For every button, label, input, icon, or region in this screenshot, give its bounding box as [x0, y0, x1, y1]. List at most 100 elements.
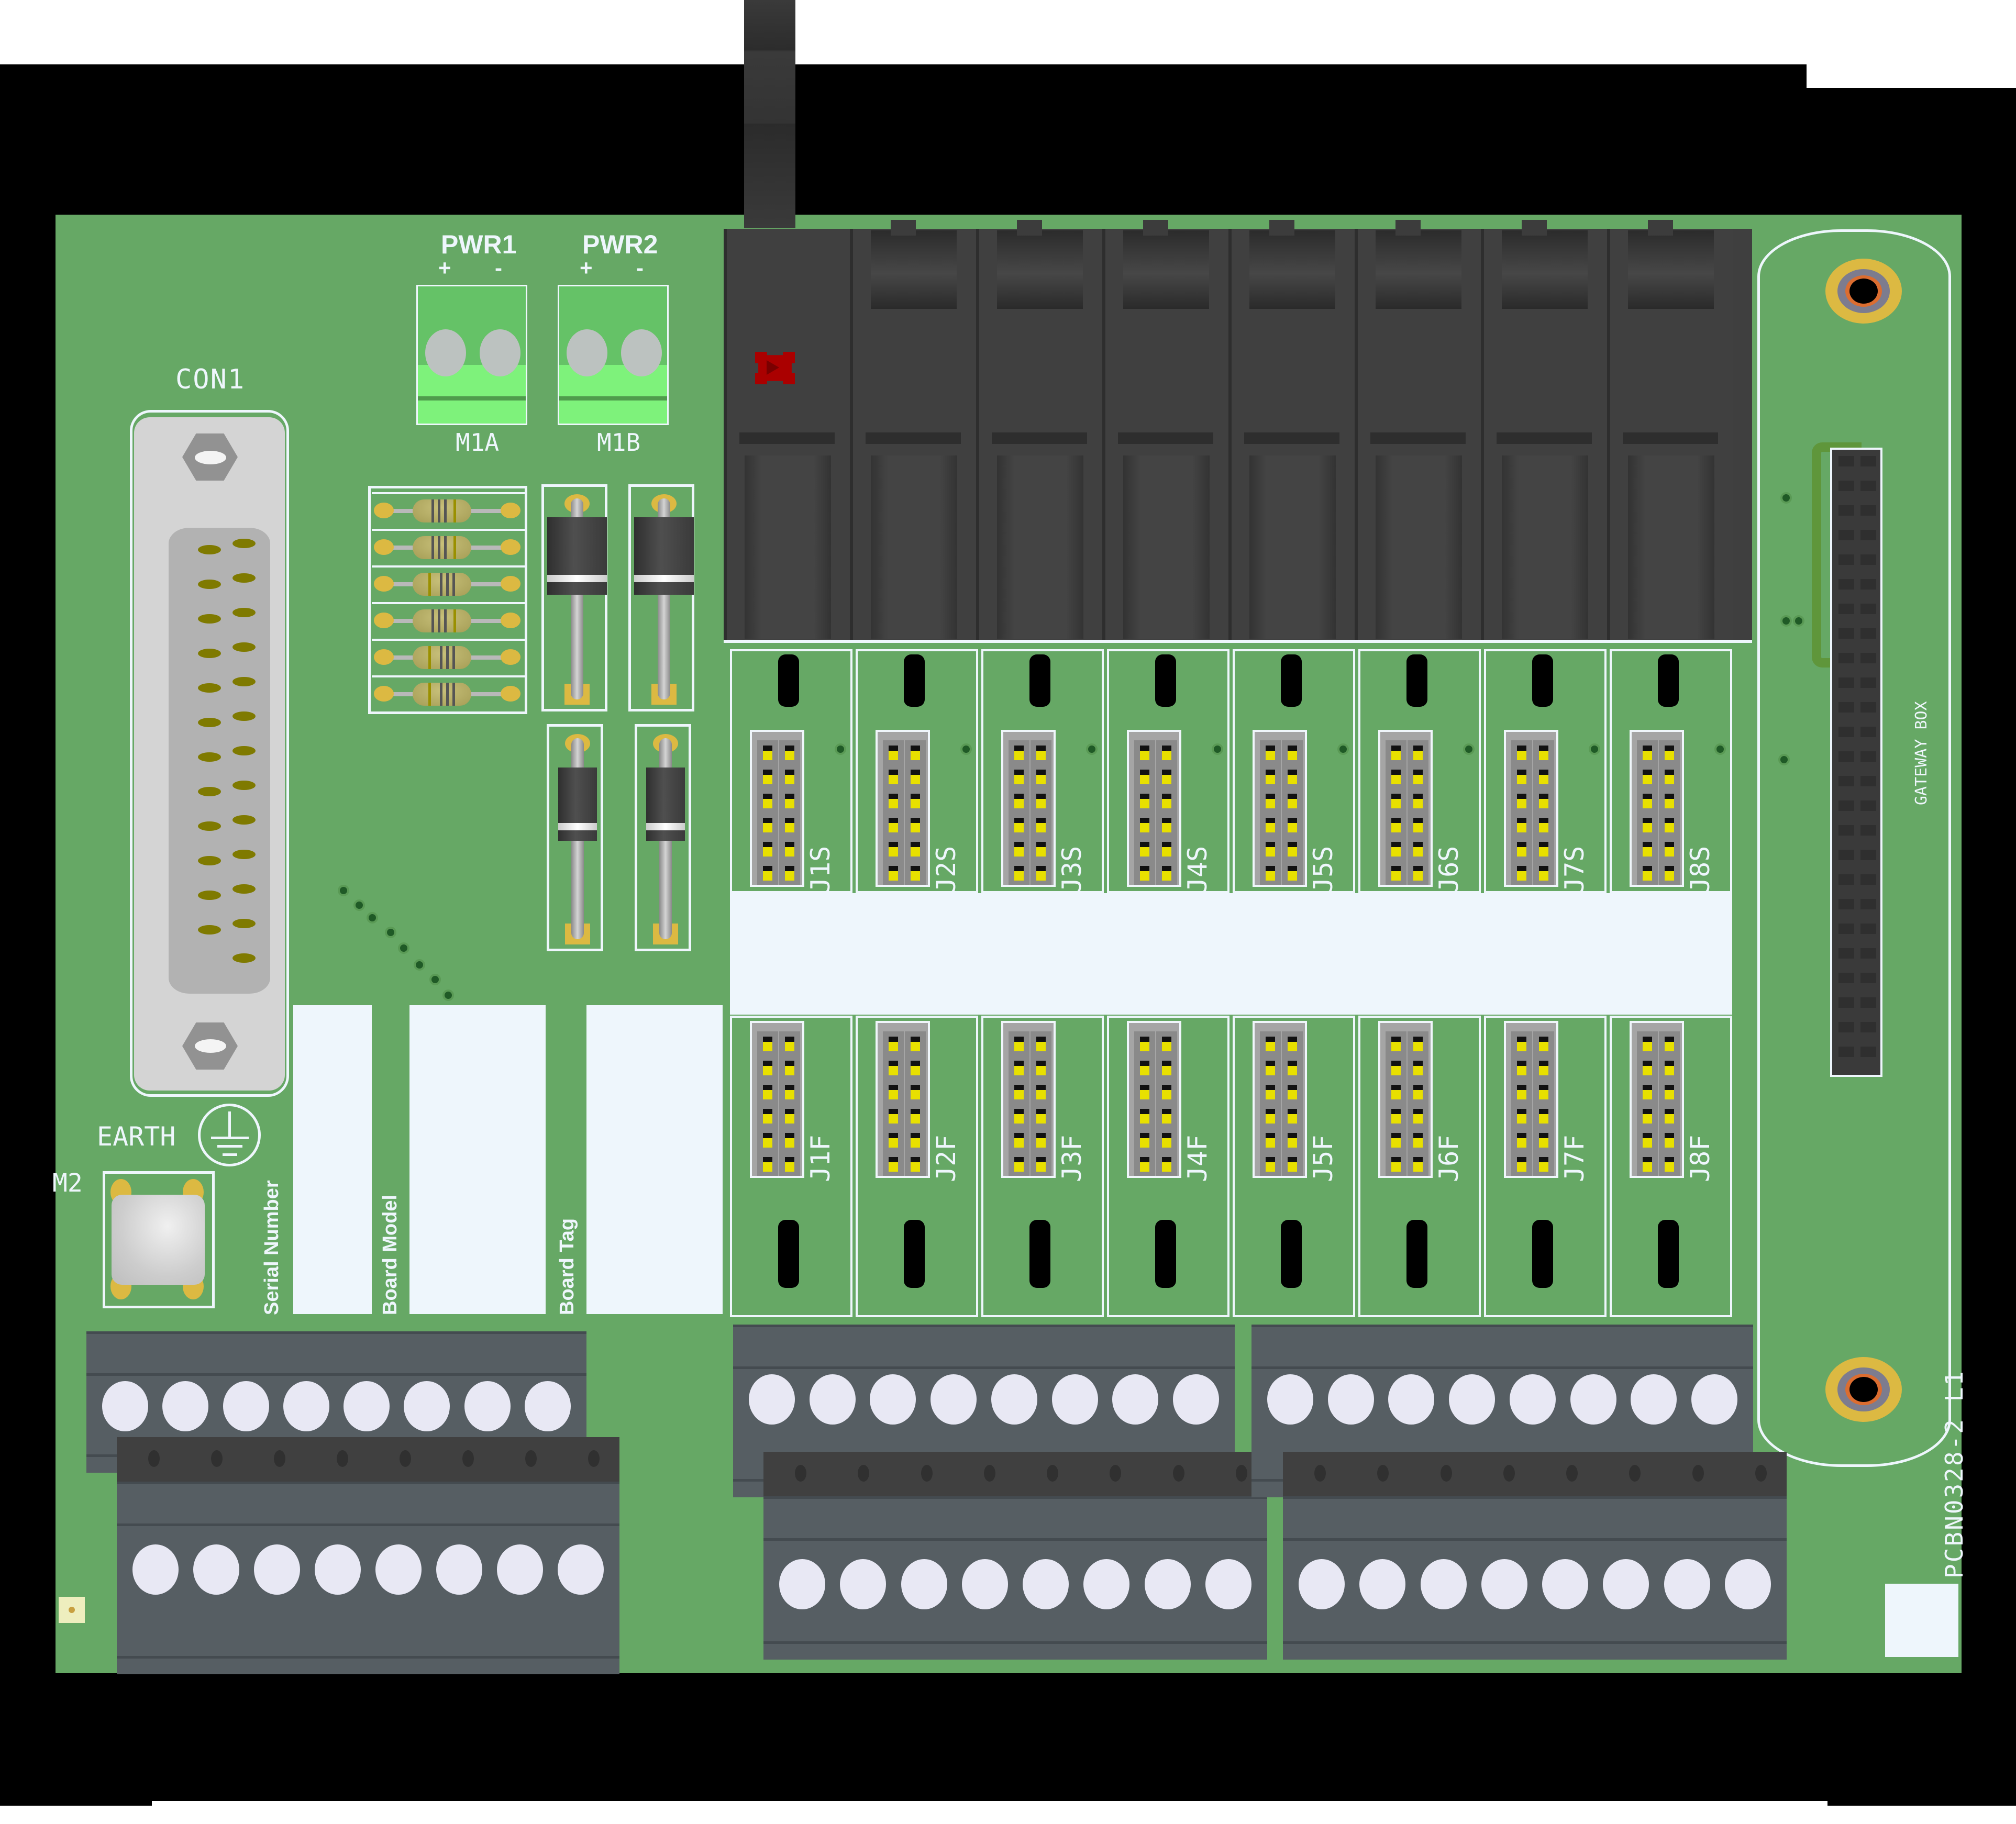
- screw-hole-plus[interactable]: [567, 329, 607, 376]
- terminal-screw-hole[interactable]: [102, 1381, 148, 1431]
- header-j2f[interactable]: [876, 1021, 930, 1178]
- header-j6s[interactable]: [1378, 730, 1433, 887]
- terminal-screw-hole[interactable]: [404, 1381, 450, 1431]
- screw-hole-minus[interactable]: [621, 329, 662, 376]
- gateway-pin: [1860, 1022, 1876, 1032]
- terminal-screw-hole[interactable]: [840, 1559, 887, 1609]
- terminal-screw-hole[interactable]: [193, 1544, 239, 1595]
- terminal-screw-hole[interactable]: [436, 1544, 482, 1595]
- terminal-screw-hole[interactable]: [1420, 1559, 1467, 1609]
- terminal-screw-hole[interactable]: [1051, 1374, 1098, 1425]
- terminal-block-left-lower: [117, 1482, 619, 1674]
- terminal-screw-hole[interactable]: [961, 1559, 1008, 1609]
- screw-hole-plus[interactable]: [425, 329, 466, 376]
- terminal-screw-hole[interactable]: [283, 1381, 329, 1431]
- relay-release-lever[interactable]: [744, 0, 795, 124]
- terminal-screw-hole[interactable]: [497, 1544, 543, 1595]
- con1-pin: [198, 787, 221, 796]
- terminal-screw-hole[interactable]: [1603, 1559, 1649, 1609]
- terminal-screw-hole[interactable]: [931, 1374, 977, 1425]
- terminal-screw-hole[interactable]: [991, 1374, 1037, 1425]
- terminal-screw-hole[interactable]: [1481, 1559, 1527, 1609]
- header-pin: [1260, 1128, 1281, 1152]
- terminal-screw-hole[interactable]: [1725, 1559, 1771, 1609]
- terminal-screw-hole[interactable]: [1359, 1559, 1406, 1609]
- relay-ledge: [1623, 432, 1718, 444]
- terminal-screw-hole[interactable]: [1542, 1559, 1589, 1609]
- terminal-screw-hole[interactable]: [132, 1544, 179, 1595]
- header-j7s[interactable]: [1504, 730, 1558, 887]
- con1-connector[interactable]: [130, 410, 289, 1097]
- terminal-screw-hole[interactable]: [254, 1544, 300, 1595]
- pwr2-terminal[interactable]: [558, 285, 669, 425]
- header-j7f[interactable]: [1504, 1021, 1558, 1178]
- header-j8s[interactable]: [1630, 730, 1684, 887]
- gateway-pin: [1860, 751, 1876, 762]
- header-j1f[interactable]: [750, 1021, 804, 1178]
- terminal-screw-hole[interactable]: [1299, 1559, 1345, 1609]
- terminal-screw-hole[interactable]: [1570, 1374, 1616, 1425]
- terminal-screw-hole[interactable]: [558, 1544, 604, 1595]
- header-j1s[interactable]: [750, 730, 804, 887]
- header-j3s[interactable]: [1001, 730, 1056, 887]
- terminal-latch: [1629, 1465, 1641, 1482]
- terminal-screw-hole[interactable]: [779, 1559, 825, 1609]
- m2-earth-terminal[interactable]: [103, 1171, 215, 1308]
- terminal-screw-hole[interactable]: [1023, 1559, 1069, 1609]
- tb-band: [733, 1366, 1235, 1369]
- header-pin: [757, 1128, 778, 1152]
- header-j4s[interactable]: [1127, 730, 1181, 887]
- header-pin: [757, 1031, 778, 1055]
- terminal-screw-hole[interactable]: [749, 1374, 795, 1425]
- terminal-screw-hole[interactable]: [1112, 1374, 1159, 1425]
- terminal-screw-hole[interactable]: [1691, 1374, 1737, 1425]
- header-j5f[interactable]: [1253, 1021, 1307, 1178]
- terminal-screw-hole[interactable]: [1449, 1374, 1496, 1425]
- terminal-screw-hole[interactable]: [223, 1381, 269, 1431]
- gateway-pin: [1838, 997, 1854, 1008]
- header-pin: [883, 788, 904, 813]
- terminal-screw-hole[interactable]: [901, 1559, 947, 1609]
- terminal-screw-hole[interactable]: [315, 1544, 361, 1595]
- terminal-screw-hole[interactable]: [1205, 1559, 1251, 1609]
- gateway-header-connector[interactable]: [1830, 448, 1882, 1077]
- header-pin: [1282, 1031, 1303, 1055]
- resistor-pad: [501, 649, 520, 665]
- pwr1-terminal[interactable]: [416, 285, 527, 425]
- terminal-screw-hole[interactable]: [344, 1381, 390, 1431]
- terminal-screw-hole[interactable]: [464, 1381, 511, 1431]
- terminal-screw-hole[interactable]: [525, 1381, 571, 1431]
- terminal-screw-hole[interactable]: [1173, 1374, 1219, 1425]
- header-j5s[interactable]: [1253, 730, 1307, 887]
- relay-release-lever-base: [744, 124, 795, 228]
- screw-hole-minus[interactable]: [480, 329, 520, 376]
- terminal-screw-hole[interactable]: [1267, 1374, 1313, 1425]
- terminal-screw-hole[interactable]: [375, 1544, 422, 1595]
- resistor-band: [438, 536, 440, 559]
- header-label: J1S: [805, 846, 836, 893]
- header-j4f[interactable]: [1127, 1021, 1181, 1178]
- terminal-screw-hole[interactable]: [1388, 1374, 1435, 1425]
- terminal-screw-hole[interactable]: [1083, 1559, 1130, 1609]
- header-j3f[interactable]: [1001, 1021, 1056, 1178]
- terminal-block-header: [763, 1452, 1267, 1498]
- header-j2s[interactable]: [876, 730, 930, 887]
- gateway-pin: [1838, 677, 1854, 688]
- terminal-screw-hole[interactable]: [1144, 1559, 1191, 1609]
- terminal-screw-hole[interactable]: [1664, 1559, 1710, 1609]
- tb-band: [763, 1496, 1267, 1499]
- terminal-screw-hole[interactable]: [809, 1374, 856, 1425]
- terminal-screw-hole[interactable]: [870, 1374, 916, 1425]
- pwr1-title: PWR1: [441, 230, 517, 259]
- pwr1-minus-label: -: [495, 255, 502, 280]
- terminal-screw-hole[interactable]: [1631, 1374, 1677, 1425]
- terminal-screw-hole[interactable]: [1327, 1374, 1374, 1425]
- header-j6f[interactable]: [1378, 1021, 1433, 1178]
- header-j8f[interactable]: [1630, 1021, 1684, 1178]
- terminal-screw-hole[interactable]: [1509, 1374, 1556, 1425]
- relay-ledge: [1370, 432, 1466, 444]
- header-pin: [757, 837, 778, 861]
- relay-coil-cap: [1502, 230, 1588, 309]
- relay-ledge: [992, 432, 1087, 444]
- terminal-screw-hole[interactable]: [162, 1381, 209, 1431]
